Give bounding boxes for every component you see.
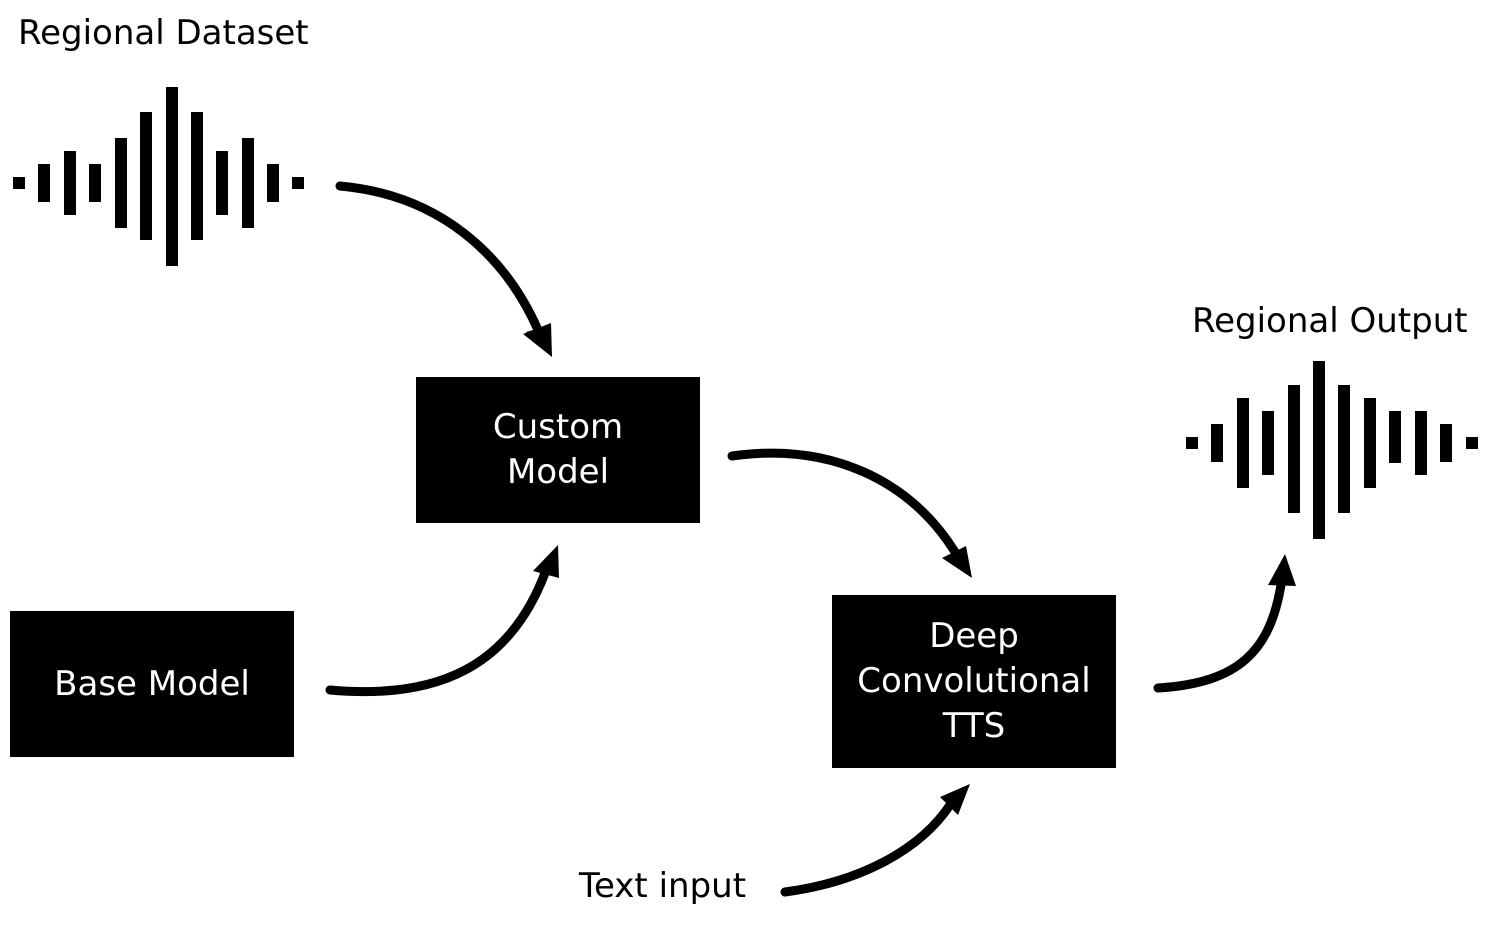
deep-conv-tts-line-2: Convolutional bbox=[857, 661, 1091, 701]
base-model-box: Base Model bbox=[10, 611, 294, 757]
input-waveform-icon bbox=[13, 87, 304, 266]
arrow-text-to-tts-icon bbox=[780, 784, 970, 897]
output-waveform-icon bbox=[1186, 361, 1478, 539]
deep-convolutional-tts-box: Deep Convolutional TTS bbox=[832, 595, 1116, 768]
deep-conv-tts-line-1: Deep bbox=[929, 616, 1019, 656]
custom-model-box: Custom Model bbox=[416, 377, 700, 523]
arrow-base-to-custom-icon bbox=[325, 545, 559, 697]
text-input-label: Text input bbox=[579, 866, 747, 906]
regional-dataset-label: Regional Dataset bbox=[18, 13, 309, 53]
base-model-line-1: Base Model bbox=[54, 663, 250, 704]
custom-model-line-2: Model bbox=[506, 452, 610, 492]
arrow-tts-to-output-icon bbox=[1153, 554, 1296, 693]
deep-conv-tts-line-3: TTS bbox=[942, 706, 1006, 746]
regional-output-label: Regional Output bbox=[1192, 301, 1468, 341]
arrow-dataset-to-custom-icon bbox=[335, 181, 552, 357]
custom-model-line-1: Custom bbox=[492, 407, 624, 447]
arrow-custom-to-tts-icon bbox=[727, 448, 972, 578]
